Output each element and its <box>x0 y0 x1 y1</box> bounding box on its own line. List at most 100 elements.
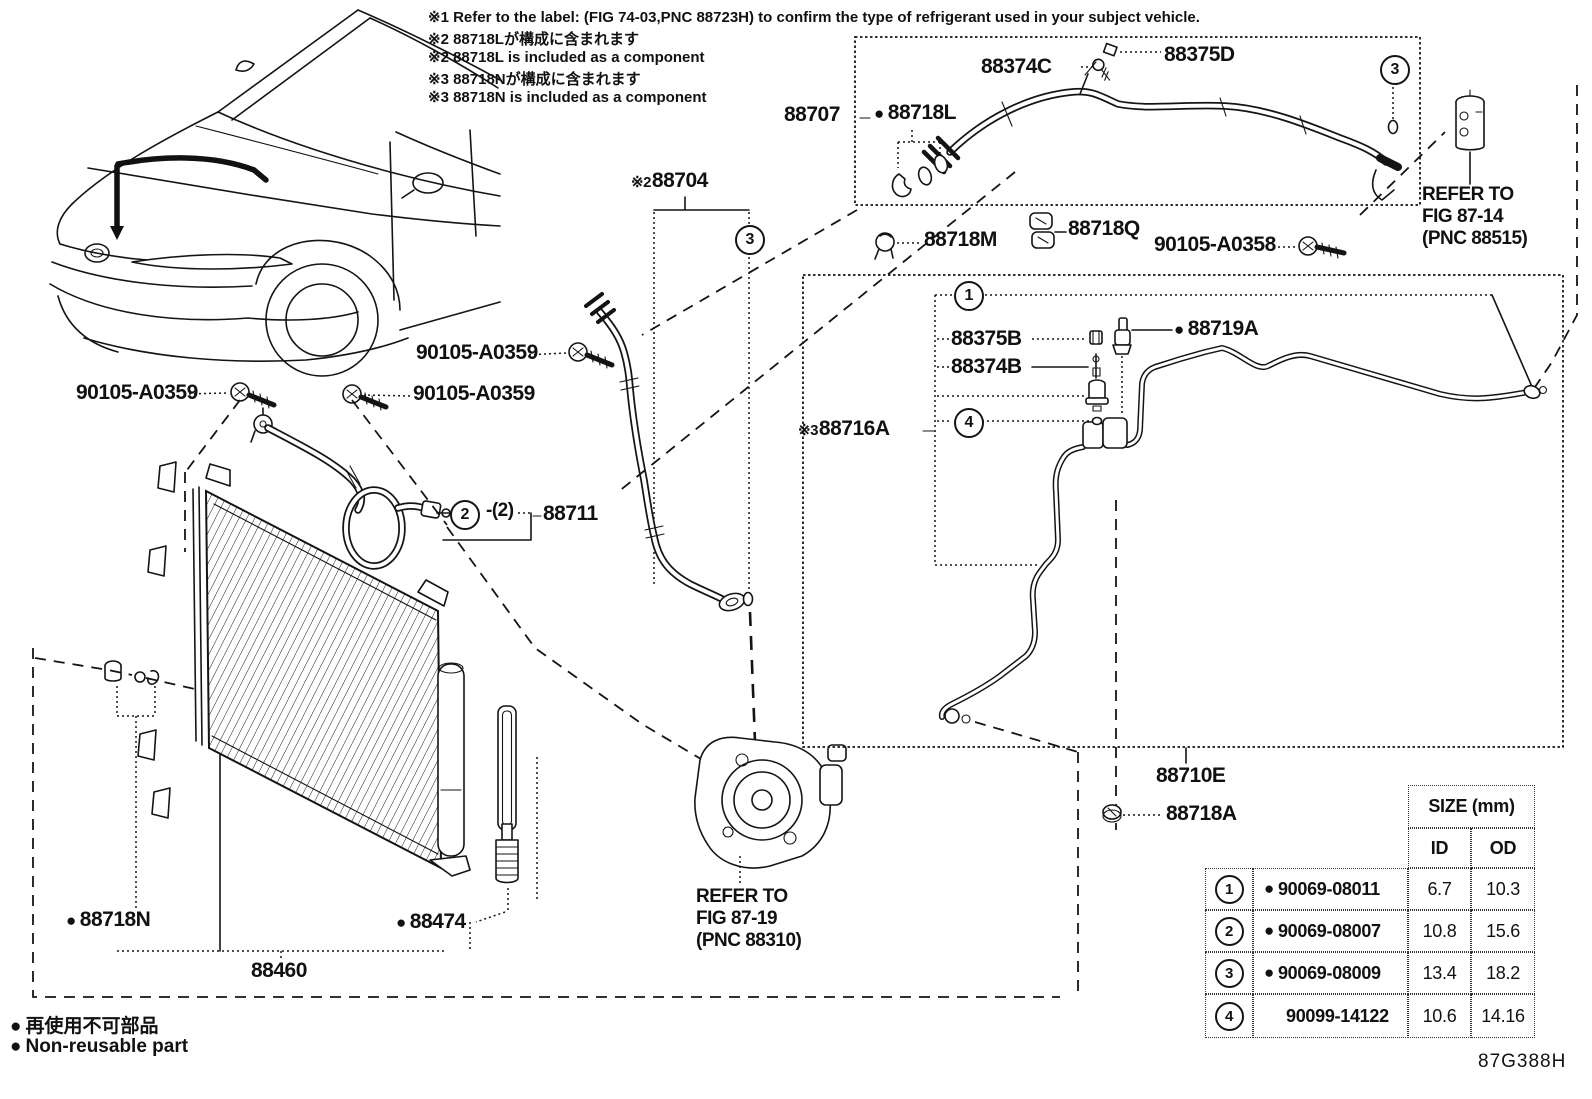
nut-icon-88375B <box>1090 331 1102 344</box>
vehicle-illustration <box>50 10 500 376</box>
label-refer-fig-87-19: REFER TO FIG 87-19 (PNC 88310) <box>696 886 802 951</box>
clamp-88718M <box>875 233 921 259</box>
label-88704: ※288704 <box>631 169 708 192</box>
table-row-id: 6.7 <box>1408 868 1471 910</box>
note-88718N-jp: ※3 88718Nが構成に含まれます <box>428 71 641 88</box>
antenna-fin <box>236 61 254 71</box>
mount-tab <box>158 462 176 492</box>
table-header-size: SIZE (mm) <box>1408 785 1535 828</box>
charge-port-stub <box>1080 74 1088 94</box>
pipe-union <box>1103 418 1127 448</box>
hose-flange <box>1380 158 1398 167</box>
table-row-part: ●90069-08009 <box>1253 952 1408 994</box>
bolt-90105-A0359-right <box>343 385 410 410</box>
table-row-id: 13.4 <box>1408 952 1471 994</box>
mount-tab <box>206 464 230 486</box>
o-ring-icon <box>135 672 145 682</box>
hose-end-fitting <box>421 501 441 519</box>
ac-piping-highlight <box>110 158 266 240</box>
non-reusable-dot: ● <box>874 104 884 123</box>
label-88374C: 88374C <box>981 55 1052 78</box>
mount-tab <box>148 546 166 576</box>
legend-non-reusable-en: ●Non-reusable part <box>10 1036 189 1057</box>
front-wheel <box>266 264 378 376</box>
label-88707: 88707 <box>784 103 840 126</box>
label-88374B: 88374B <box>951 355 1022 378</box>
threaded-fitting <box>586 294 614 322</box>
liquid-pipe-box <box>803 275 1563 752</box>
pipe-eye-fitting <box>717 590 747 613</box>
label-88474: ●88474 <box>396 910 466 933</box>
nut-icon-88718A <box>1103 805 1162 822</box>
callout-3-hose: 3 <box>1380 55 1410 85</box>
condenser-88460 <box>138 462 470 951</box>
filter-stem <box>502 824 512 840</box>
mount-tab <box>152 788 170 818</box>
assembly-boundary-dashed <box>33 648 1060 997</box>
label-88375B: 88375B <box>951 327 1022 350</box>
table-header-id: ID <box>1408 828 1471 868</box>
table-row-od: 15.6 <box>1471 910 1535 952</box>
liquid-hose-88711 <box>251 408 541 566</box>
non-reusable-dot: ● <box>396 913 406 932</box>
non-reusable-dot: ● <box>66 911 76 930</box>
lower-bracket <box>430 856 470 876</box>
o-ring-icon <box>917 166 934 187</box>
non-reusable-dot: ● <box>1174 320 1184 339</box>
o-ring-icon <box>744 593 753 606</box>
screw-90105-A0358 <box>1278 237 1344 258</box>
label-90105-A0359-top: 90105-A0359 <box>416 341 538 364</box>
o-ring-icon <box>933 154 950 175</box>
brand-emblem <box>85 244 109 262</box>
table-row-od: 14.16 <box>1471 994 1535 1038</box>
label-88719A: ●88719A <box>1174 317 1259 340</box>
pipe-end-fitting <box>1522 384 1541 401</box>
bracket-88460 <box>117 951 445 961</box>
table-row-od: 18.2 <box>1471 952 1535 994</box>
clip-icon <box>892 174 911 196</box>
callout-2: 2 <box>450 500 480 530</box>
legend-non-reusable-jp: ●再使用不可部品 <box>10 1016 159 1037</box>
side-mirror <box>413 173 443 193</box>
label-90105-A0359-right: 90105-A0359 <box>413 382 535 405</box>
label-88718N: ●88718N <box>66 908 151 931</box>
pipe-end-fitting <box>945 709 959 723</box>
label-88718Q: 88718Q <box>1068 217 1140 240</box>
headlight <box>132 255 292 269</box>
callout-4: 4 <box>954 408 984 438</box>
label-88716A: ※388716A <box>798 417 890 440</box>
table-row-num: 1 <box>1205 868 1253 910</box>
table-row-num: 3 <box>1205 952 1253 994</box>
table-row-id: 10.8 <box>1408 910 1471 952</box>
upper-bracket <box>418 580 448 606</box>
compressor-icon <box>695 737 846 886</box>
o-ring-icon <box>1093 418 1102 425</box>
table-row-id: 10.6 <box>1408 994 1471 1038</box>
callout-3-pipe: 3 <box>735 225 765 255</box>
table-row-part: ●90069-08007 <box>1253 910 1408 952</box>
label-88710E: 88710E <box>1156 764 1226 787</box>
table-row-num: 4 <box>1205 994 1253 1038</box>
mount-tab <box>138 730 156 760</box>
label-refer-fig-87-14: REFER TO FIG 87-14 (PNC 88515) <box>1422 184 1528 249</box>
figure-code: 87G388H <box>1478 1051 1567 1072</box>
discharge-hose-box <box>855 37 1420 205</box>
receiver-drier <box>438 664 464 856</box>
table-row-part: ●90069-08011 <box>1253 868 1408 910</box>
label-88711: 88711 <box>543 502 598 525</box>
label-88718A: 88718A <box>1166 802 1237 825</box>
table-row-od: 10.3 <box>1471 868 1535 910</box>
pipe-union <box>1083 422 1103 448</box>
drier-desiccant-88474 <box>470 706 537 951</box>
expansion-valve-icon <box>1456 90 1484 184</box>
nut-icon <box>1104 44 1117 56</box>
table-header-od: OD <box>1471 828 1535 868</box>
note-88718L-jp: ※2 88718Lが構成に含まれます <box>428 31 639 48</box>
label-90105-A0358: 90105-A0358 <box>1154 233 1276 256</box>
service-caps-88718N <box>105 661 158 908</box>
bolt-icon <box>1089 57 1117 82</box>
label-88718M: 88718M <box>924 228 997 251</box>
o-ring-icon <box>1389 121 1398 134</box>
